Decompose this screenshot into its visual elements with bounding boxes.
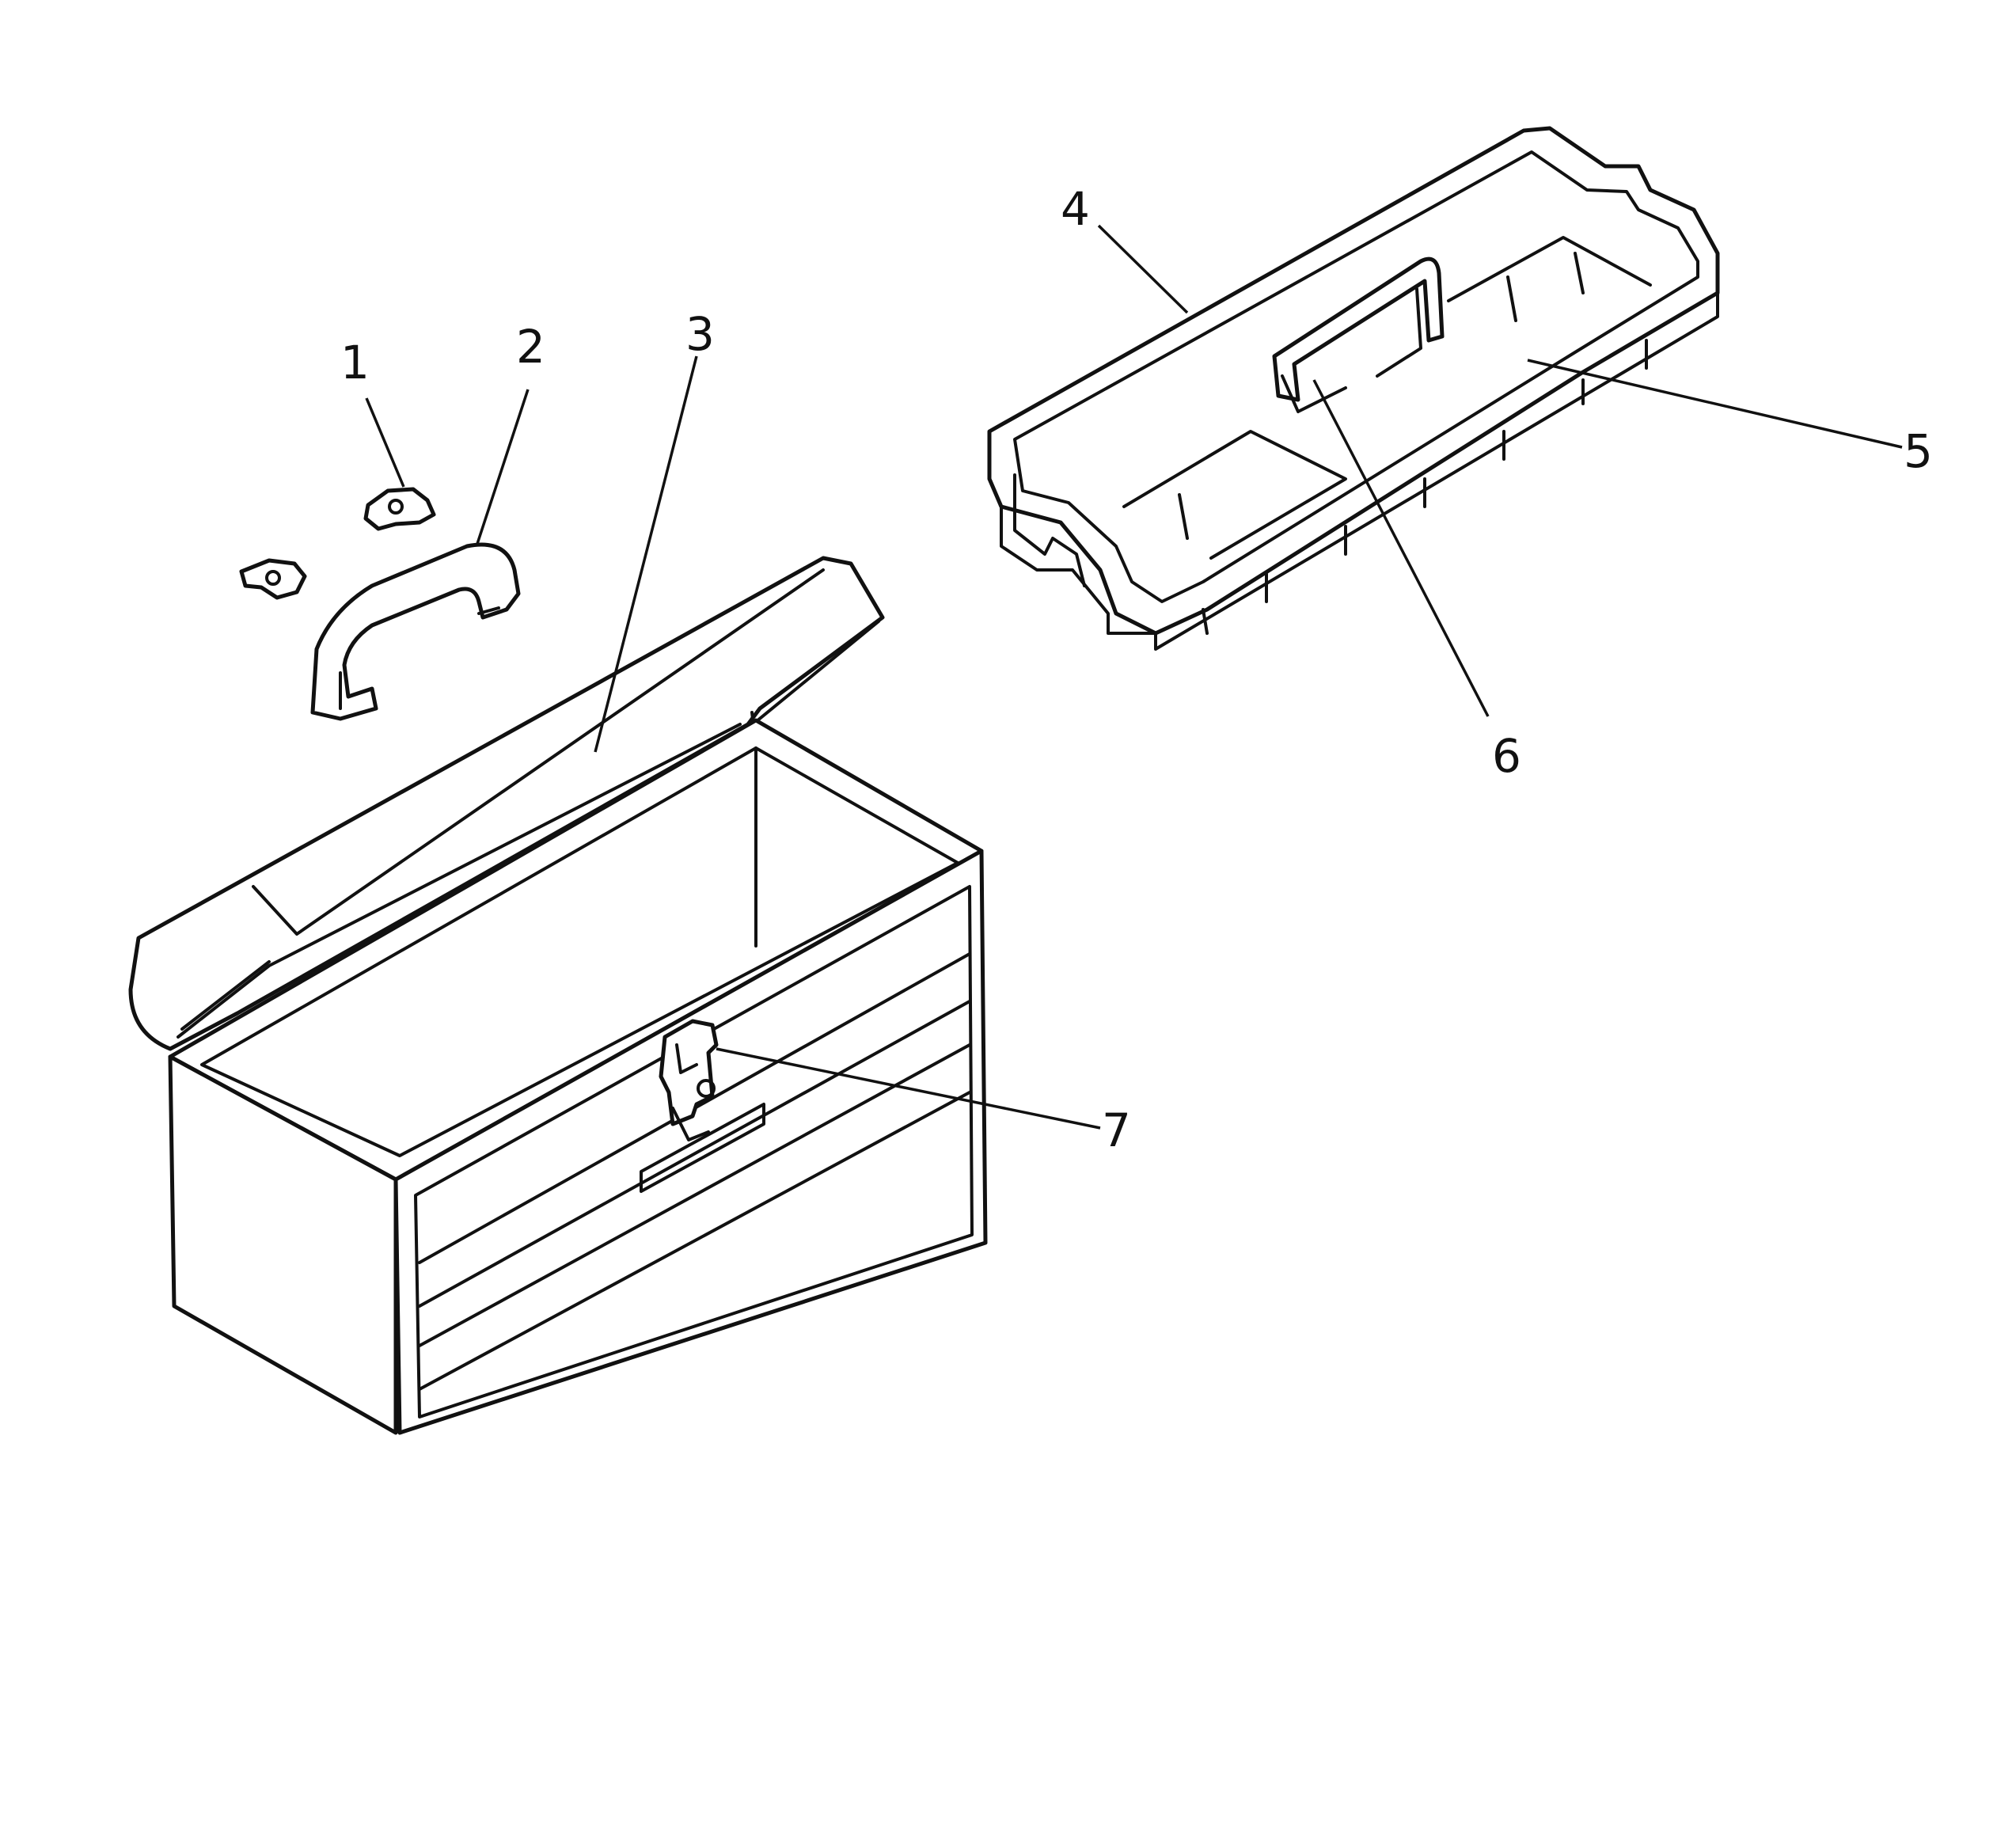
part-7-front-latch xyxy=(659,1019,719,1141)
callout-6: 6 xyxy=(1492,729,1521,783)
toolbox-body xyxy=(128,556,988,1435)
part-2-handle xyxy=(310,542,521,721)
callout-4: 4 xyxy=(1061,182,1090,236)
part-1-bracket xyxy=(239,487,436,600)
part-4-tote-tray xyxy=(987,126,1720,651)
callout-7: 7 xyxy=(1102,1103,1131,1157)
leader-lines xyxy=(365,224,1903,1130)
callout-3: 3 xyxy=(685,307,715,361)
callout-5: 5 xyxy=(1904,424,1933,478)
callout-2: 2 xyxy=(516,320,545,374)
callout-1: 1 xyxy=(340,336,370,389)
